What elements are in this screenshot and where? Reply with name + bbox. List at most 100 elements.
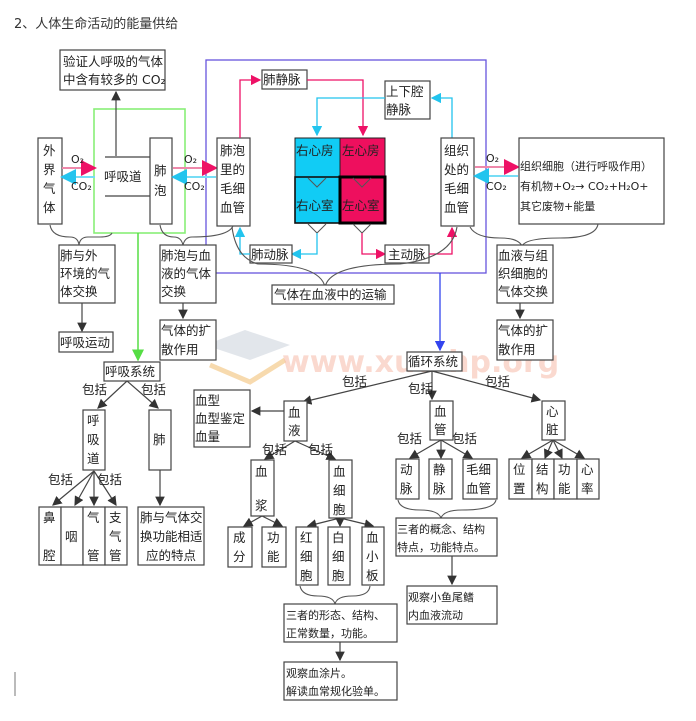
- svg-text:静: 静: [433, 462, 446, 477]
- svg-text:观察小鱼尾鳍: 观察小鱼尾鳍: [408, 590, 474, 604]
- svg-text:肺与气体交: 肺与气体交: [140, 510, 203, 525]
- svg-text:上下腔: 上下腔: [386, 84, 424, 99]
- vessel-note-box: 三者的概念、结构 特点，功能特点。: [395, 517, 498, 557]
- svg-text:包括: 包括: [97, 472, 122, 487]
- svg-text:包括: 包括: [82, 382, 107, 397]
- graduation-cap-icon: [205, 330, 290, 360]
- svg-text:毛细: 毛细: [466, 462, 491, 477]
- svg-text:左心房: 左心房: [342, 143, 380, 158]
- pulmonary-artery-box: 肺动脉: [249, 244, 293, 264]
- fish-note-box: 观察小鱼尾鳍 内血液流动: [406, 585, 498, 625]
- brace-cells: [299, 585, 371, 605]
- svg-text:正常数量，功能。: 正常数量，功能。: [286, 626, 374, 640]
- co2-label: CO₂: [71, 180, 92, 193]
- svg-text:血: 血: [366, 530, 379, 545]
- tissue-cells-box: 组织细胞（进行呼吸作用） 有机物+O₂→ CO₂+H₂O+ 其它废物+能量: [518, 137, 665, 225]
- cell-types: 红 细 胞 白 细 胞 血 小 板: [295, 526, 385, 586]
- heart-chambers: 右心房 左心房 右心室 左心室: [294, 137, 387, 225]
- svg-text:血管: 血管: [444, 200, 469, 215]
- svg-text:换功能相适: 换功能相适: [140, 529, 203, 544]
- svg-text:肺: 肺: [154, 163, 167, 178]
- svg-text:能: 能: [558, 481, 571, 496]
- aorta-box: 主动脉: [384, 244, 430, 264]
- left-atrium: [339, 137, 386, 178]
- svg-text:体: 体: [43, 200, 56, 215]
- svg-text:动: 动: [400, 462, 413, 477]
- svg-text:肺动脉: 肺动脉: [251, 247, 289, 262]
- svg-text:能: 能: [267, 549, 280, 564]
- alveoli-blood-exchange-box: 肺泡与血 液的气体 交换: [159, 244, 217, 304]
- svg-text:包括: 包括: [141, 382, 166, 397]
- svg-text:三者的概念、结构: 三者的概念、结构: [397, 522, 485, 536]
- svg-text:肺与外: 肺与外: [60, 248, 98, 263]
- svg-text:O₂: O₂: [486, 152, 499, 165]
- svg-text:包括: 包括: [452, 431, 477, 446]
- pulmonary-vein-box: 肺静脉: [261, 69, 308, 90]
- svg-text:成: 成: [233, 530, 246, 545]
- svg-text:右心室: 右心室: [296, 198, 334, 213]
- svg-text:CO₂: CO₂: [486, 180, 507, 193]
- blood-box: 血 液: [283, 400, 308, 442]
- vena-cava-box: 上下腔 静脉: [384, 80, 431, 120]
- svg-text:应的特点: 应的特点: [146, 548, 196, 563]
- svg-text:血管: 血管: [220, 200, 245, 215]
- svg-text:三者的形态、结构、: 三者的形态、结构、: [286, 608, 385, 622]
- lung-box: 肺: [148, 409, 172, 471]
- svg-text:细: 细: [332, 549, 345, 564]
- right-ventricle: [294, 176, 341, 224]
- svg-text:脏: 脏: [546, 422, 559, 437]
- alveoli-box: 肺 泡: [149, 137, 173, 225]
- svg-text:吸: 吸: [87, 432, 100, 447]
- svg-text:血: 血: [255, 464, 268, 479]
- svg-text:板: 板: [366, 568, 379, 583]
- svg-text:白: 白: [332, 530, 345, 545]
- blood-types-box: 血型 血型鉴定 血量: [193, 389, 251, 448]
- svg-text:管: 管: [87, 548, 100, 563]
- airway-parts: 鼻 腔 咽 气 管 支 气 管: [38, 506, 128, 566]
- svg-text:外: 外: [43, 143, 56, 158]
- svg-text:组织: 组织: [444, 143, 469, 158]
- svg-text:血: 血: [288, 405, 301, 420]
- cell-note-box: 三者的形态、结构、 正常数量，功能。: [283, 603, 398, 643]
- svg-text:心: 心: [581, 462, 594, 477]
- svg-text:气体交换: 气体交换: [498, 284, 549, 299]
- svg-text:腔: 腔: [43, 548, 56, 563]
- svg-text:心: 心: [546, 404, 559, 419]
- svg-text:主动脉: 主动脉: [388, 247, 426, 262]
- svg-text:观察血涂片。: 观察血涂片。: [286, 666, 352, 680]
- svg-text:呼吸系统: 呼吸系统: [105, 364, 155, 379]
- svg-text:血管: 血管: [466, 481, 491, 496]
- svg-text:特点，功能特点。: 特点，功能特点。: [397, 540, 485, 554]
- right-atrium: [294, 137, 341, 178]
- svg-text:分: 分: [233, 549, 246, 564]
- svg-text:构: 构: [536, 481, 549, 496]
- svg-text:浆: 浆: [255, 498, 268, 513]
- svg-text:包括: 包括: [342, 374, 367, 389]
- svg-text:内血液流动: 内血液流动: [408, 608, 463, 622]
- blood-cells-box: 血 细 胞: [328, 459, 353, 519]
- svg-text:左心室: 左心室: [342, 198, 380, 213]
- svg-text:有机物+O₂→ CO₂+H₂O+: 有机物+O₂→ CO₂+H₂O+: [520, 179, 649, 193]
- brace-tissue-exchange: [469, 223, 599, 248]
- svg-text:功: 功: [267, 530, 280, 545]
- svg-text:散作用: 散作用: [498, 342, 536, 357]
- brace-alveoli-exchange: [159, 224, 234, 246]
- svg-text:气: 气: [109, 529, 122, 544]
- svg-text:处的: 处的: [444, 162, 469, 177]
- o2-label: O₂: [71, 153, 84, 166]
- svg-text:包括: 包括: [262, 442, 287, 457]
- svg-text:里的: 里的: [220, 162, 245, 177]
- svg-text:血量: 血量: [195, 429, 220, 444]
- svg-text:鼻: 鼻: [43, 510, 56, 525]
- lung-note-box: 肺与气体交 换功能相适 应的特点: [137, 506, 205, 566]
- verify-co2-box: 验证人呼吸的气体 中含有较多的 CO₂: [59, 49, 166, 91]
- svg-text:毛细: 毛细: [220, 181, 245, 196]
- svg-text:血液与组: 血液与组: [498, 248, 548, 263]
- svg-text:织细胞的: 织细胞的: [498, 266, 548, 281]
- airway-label: 呼吸道: [104, 169, 142, 184]
- svg-text:呼吸运动: 呼吸运动: [60, 335, 110, 350]
- svg-text:组织细胞（进行呼吸作用）: 组织细胞（进行呼吸作用）: [520, 159, 652, 173]
- svg-text:环境的气: 环境的气: [60, 266, 111, 281]
- page-title: 2、人体生命活动的能量供给: [14, 16, 178, 32]
